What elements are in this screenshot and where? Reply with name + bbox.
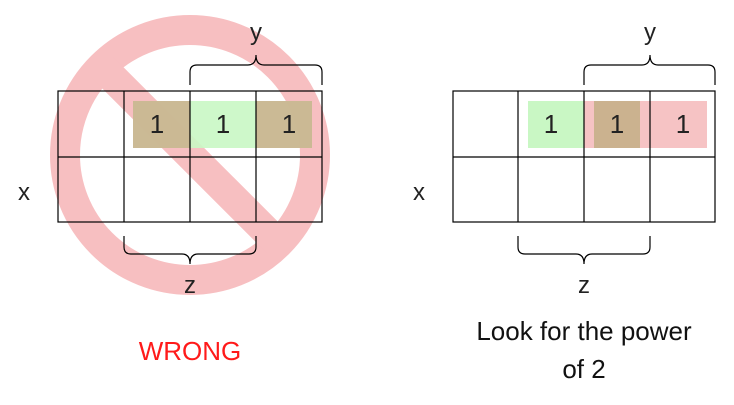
caption-line-1: Look for the power	[476, 316, 692, 346]
left-group-overlap-1	[133, 101, 190, 148]
left-z-brace	[123, 236, 257, 265]
left-cell-r1c4: 1	[282, 109, 296, 139]
left-cell-r1c2: 1	[150, 109, 164, 139]
right-axis-z-label: z	[578, 272, 590, 299]
left-axis-y-label: y	[250, 19, 262, 46]
right-kmap-grid	[452, 90, 716, 223]
left-group-overlap-2	[256, 101, 312, 148]
caption-line-2: of 2	[562, 354, 605, 384]
left-axis-z-label: z	[184, 272, 196, 299]
left-y-brace	[189, 54, 323, 85]
right-y-brace	[583, 54, 716, 85]
left-kmap-grid	[57, 90, 323, 223]
right-axis-x-label: x	[413, 179, 425, 206]
right-cell-r1c2: 1	[544, 109, 558, 139]
left-cell-r1c3: 1	[216, 109, 230, 139]
right-z-brace	[517, 236, 651, 265]
right-axis-y-label: y	[644, 19, 656, 46]
wrong-caption: WRONG	[139, 336, 242, 366]
right-panel: 1 1 1 x y z Look for the power of 2	[413, 19, 716, 384]
right-group-overlap	[594, 101, 640, 148]
left-panel: 1 1 1 x y z WRONG	[18, 15, 330, 366]
right-cell-r1c4: 1	[676, 109, 690, 139]
right-cell-r1c3: 1	[610, 109, 624, 139]
left-axis-x-label: x	[18, 179, 30, 206]
